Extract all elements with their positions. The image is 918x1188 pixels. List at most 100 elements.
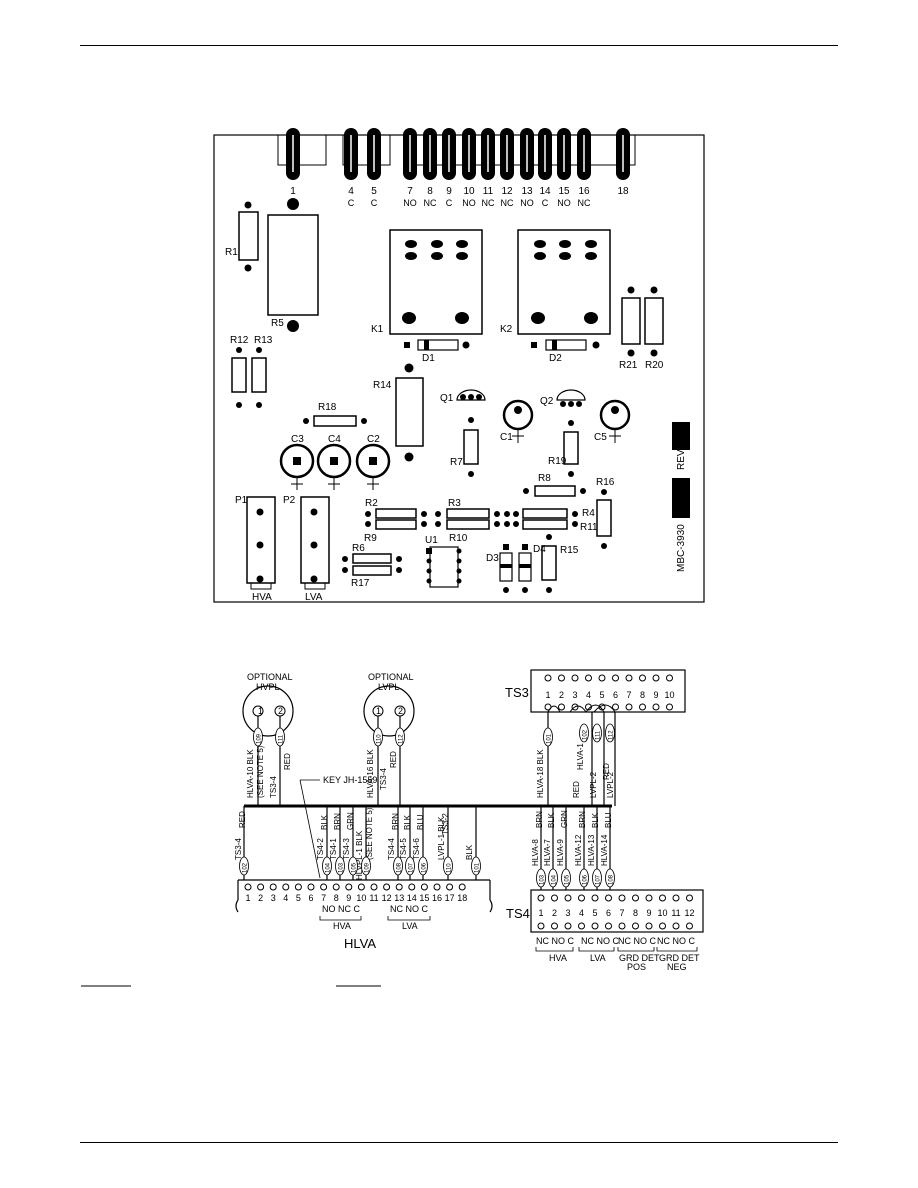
connector-pin-number: 11	[483, 186, 494, 197]
wire-tag	[253, 727, 263, 747]
ts3-pin-number: 6	[613, 690, 618, 700]
wire-label: TS3-4	[379, 768, 388, 790]
wire-tag-number: 107	[409, 862, 415, 873]
connector-pin-function: NO	[520, 198, 534, 208]
ts3-terminal	[558, 703, 565, 711]
resistor-r21	[621, 297, 641, 345]
wire-label: HLVA-9	[556, 839, 565, 866]
hlva-terminal	[345, 883, 353, 891]
wire-label: LVPL-2	[606, 771, 615, 798]
wire-tag	[395, 727, 405, 747]
label-r20: R20	[645, 360, 664, 371]
wire-tag	[592, 868, 602, 888]
ts4-pin-number: 10	[657, 908, 667, 918]
ts4-group-3: NC NO C	[618, 936, 657, 946]
hvpl-title-2: HVPL	[256, 682, 280, 692]
wire-tag-number: 102	[583, 729, 589, 740]
capacitor-c1	[502, 399, 534, 431]
wire-label: RED	[572, 781, 581, 798]
hlva-terminal	[408, 883, 416, 891]
label-c1: C1	[500, 432, 513, 443]
ts4-group-4: NC NO C	[657, 936, 696, 946]
wire-tag	[443, 856, 453, 876]
wire-label: (SEE NOTE 5)	[365, 807, 374, 860]
ts3-terminal	[571, 674, 579, 682]
wire-tag	[335, 856, 345, 876]
relay-k1	[389, 229, 483, 335]
rev-block	[672, 422, 690, 450]
wire-tag-number: 101	[475, 862, 481, 873]
ts4-group-neg: NEG	[667, 962, 687, 972]
wire-label: GRN	[346, 812, 355, 830]
ts3-terminal	[666, 674, 673, 682]
ts4-terminal	[605, 894, 612, 902]
label-u1: U1	[425, 535, 438, 546]
ts4-terminal	[551, 894, 558, 902]
part-block	[672, 478, 690, 518]
ts3-terminal	[585, 674, 592, 682]
ts4-pin-number: 6	[606, 908, 611, 918]
hlva-terminal	[383, 883, 391, 891]
ts4-block	[530, 889, 704, 933]
ts4-terminal	[591, 894, 599, 902]
hlva-terminal	[307, 883, 315, 891]
label-r18: R18	[318, 402, 337, 413]
ts3-terminal	[612, 703, 619, 711]
hlva-terminal	[357, 883, 365, 891]
ts4-terminal	[591, 922, 599, 930]
hlva-group-hva: HVA	[333, 921, 351, 931]
hlva-terminal	[433, 883, 441, 891]
hvpl-lamp	[242, 685, 294, 737]
label-k2: K2	[500, 324, 513, 335]
ts3-terminal	[639, 703, 646, 711]
wire-tag	[348, 856, 358, 876]
resistor-r17	[352, 565, 392, 576]
wire-tag-number: 105	[352, 862, 358, 873]
ts4-terminal	[564, 922, 572, 930]
connector-pin-number: 15	[558, 186, 570, 197]
wire-label: TS4-4	[387, 838, 396, 860]
connector-pin-function: NO	[403, 198, 417, 208]
wire-tag-number: 109	[365, 862, 371, 873]
connector-pin-function: NO	[557, 198, 571, 208]
hlva-terminal	[332, 883, 340, 891]
header-rule	[80, 45, 838, 46]
hlva-terminal	[269, 883, 277, 891]
ts3-terminal	[612, 674, 619, 682]
ts4-group-grd2: GRD DET	[659, 953, 700, 963]
hlva-wire-labels: TS3-4REDTS4-2BLKTS4-1BRNTS4-3GRNHLVPL-1 …	[234, 807, 474, 880]
wire-label: LVPL-2	[589, 771, 598, 798]
connector-pin-function: C	[446, 198, 453, 208]
hlva-terminal	[420, 883, 428, 891]
label-r13: R13	[254, 335, 273, 346]
hlva-terminal	[370, 883, 378, 891]
wire-label: GRN	[560, 810, 569, 828]
wire-label: HLVA-13	[587, 834, 596, 866]
wire-label: HLVA-10 BLK	[246, 749, 255, 798]
diode-d2	[545, 339, 587, 351]
wire-label: BRN	[333, 813, 342, 830]
wire-tag	[543, 727, 553, 747]
ts4-terminal	[618, 894, 626, 902]
resistor-r19	[563, 431, 579, 465]
hlva-connector	[235, 879, 493, 913]
ts4-terminal	[618, 922, 626, 930]
label-r1: R1	[225, 247, 238, 258]
ts3-pin-number: 5	[599, 690, 604, 700]
ts3-pin-number: 4	[586, 690, 591, 700]
capacitor-c5	[599, 399, 631, 431]
resistor-r13	[251, 357, 267, 393]
ts4-group-2: NC NO C	[581, 936, 620, 946]
relay-k2	[517, 229, 611, 335]
resistor-r9	[375, 519, 417, 530]
svg-text:2: 2	[398, 706, 403, 716]
ts4-pin-number: 4	[579, 908, 584, 918]
ts4-terminal	[564, 894, 572, 902]
